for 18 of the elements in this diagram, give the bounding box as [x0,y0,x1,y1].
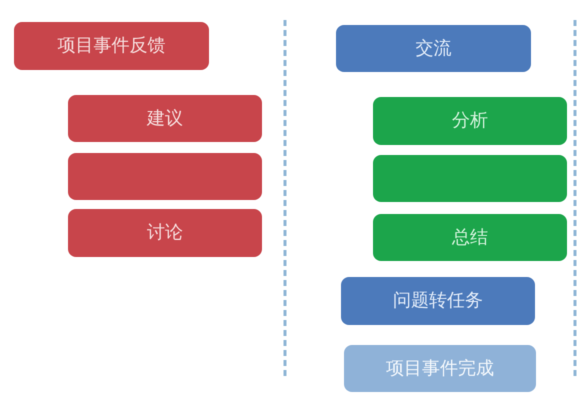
step-label: 分析 [452,110,488,132]
step-label: 总结 [452,226,488,248]
step-box [68,153,262,200]
step-box [341,277,535,325]
step-box [344,345,536,392]
step-label: 讨论 [147,222,183,244]
step-label: 项目事件完成 [386,358,494,380]
step-label: 项目事件反馈 [58,35,166,57]
step-box [68,209,262,257]
step-box [373,97,567,145]
step-box [68,95,262,142]
step-box [336,25,531,72]
step-box [373,155,567,202]
step-label: 问题转任务 [393,290,483,312]
step-box [14,22,209,70]
step-box [373,214,567,261]
step-label: 建议 [147,108,183,130]
step-label: 交流 [416,38,452,60]
